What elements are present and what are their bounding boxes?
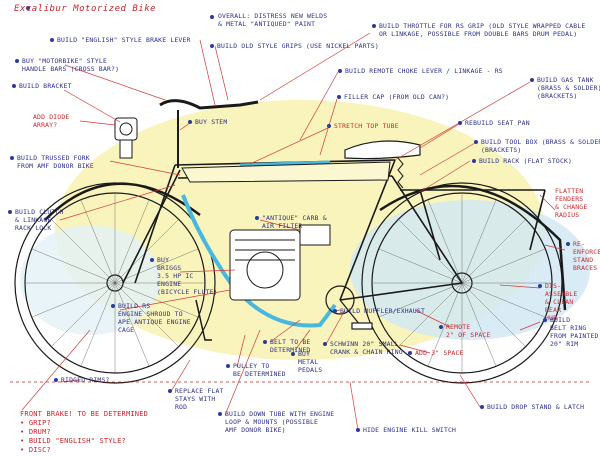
handlebar — [159, 99, 259, 110]
label-stretch-top-tube: Stretch top tube — [334, 122, 399, 130]
engine — [229, 224, 331, 301]
seat — [344, 140, 421, 160]
label-belt-determined: Belt to bedetermined — [270, 338, 311, 354]
leader-lines — [21, 32, 566, 431]
label-filler-cap: Filler cap (from old can?) — [344, 93, 450, 101]
label-old-grips: Build old style grips (use nickel parts) — [217, 42, 379, 50]
label-diode: Add diodearray? — [33, 113, 70, 129]
label-stem: Buy stem — [195, 118, 228, 126]
label-tool-box: Build tool box (brass & solder)(brackets… — [481, 138, 600, 154]
label-motorbike-bars: Buy "motorbike" stylehandle bars (cross … — [22, 57, 120, 73]
label-clutch: Build clutch& linkagerack lock — [15, 208, 64, 232]
label-flat-stays: Replace flatstays withrod — [175, 387, 224, 411]
label-engine-shroud: Build RSengine shroud toape antique engi… — [118, 302, 191, 334]
front-mudflap — [195, 299, 212, 341]
label-briggs: BuyBriggs3.5 HP ICengine(bicycle flute) — [157, 256, 218, 296]
crank — [325, 285, 373, 330]
lamp — [114, 117, 138, 159]
label-bracket: Build bracket — [19, 82, 72, 90]
label-reinforce-stand: Re-enforcestandbraces — [573, 240, 600, 272]
label-belt-ring: Buildbelt ringfrom painted20" rim — [550, 316, 599, 348]
label-flatten-fenders: Flattenfenders& changeradius — [555, 187, 588, 219]
blue-wash — [350, 200, 590, 340]
seat-springs — [397, 157, 404, 189]
label-remote-space: Remote2" of space — [446, 323, 491, 339]
bullet-dots — [8, 6, 570, 432]
rear-fender — [379, 184, 567, 311]
label-antique-carb: "Antique" carb &air filter — [262, 214, 327, 230]
label-schwinn: Schwinn 20" smallcrank & chain ring — [330, 340, 403, 356]
label-drop-stand: Build drop stand & latch — [487, 403, 585, 411]
label-trussed-fork: Build trussed forkfrom AMF donor bike — [17, 154, 94, 170]
front-spokes — [25, 193, 205, 373]
label-remote-choke: Build remote choke lever / linkage - RS — [345, 67, 503, 75]
label-rack: Build rack (flat stock) — [479, 157, 573, 165]
top-tube-highlight — [239, 160, 331, 167]
page-title: Excalibur Motorized Bike — [14, 4, 157, 14]
label-add-space: Add 3" space — [415, 349, 464, 357]
label-ridged-rims: Ridged rims? — [61, 376, 110, 384]
label-pulley: Pulley tobe determined — [233, 362, 286, 378]
label-english-brake: Build "English" style brake lever — [57, 36, 191, 44]
label-overall: Overall: Distress new welds& metal "anti… — [218, 12, 328, 28]
label-throttle: Build throttle for RS grip (old style wr… — [379, 22, 586, 38]
label-build-muffler: Build muffler/exhaust — [340, 307, 425, 315]
label-disassemble-hub: Dis-assemble& cleanrearhub — [545, 282, 578, 322]
label-kill-switch: Hide engine kill switch — [363, 426, 457, 434]
label-down-tube: Build down tube with engineloop & mounts… — [225, 410, 335, 434]
label-seat-pan: Rebuild seat pan — [465, 119, 530, 127]
label-metal-pedals: Buymetalpedals — [298, 350, 323, 374]
gas-tank — [181, 161, 391, 183]
label-front-brake: Front brake! To be determined• Grip?• Dr… — [20, 410, 149, 454]
label-gas-tank: Build gas tank(brass & solder)(brackets) — [537, 76, 600, 100]
front-fender — [44, 182, 201, 221]
